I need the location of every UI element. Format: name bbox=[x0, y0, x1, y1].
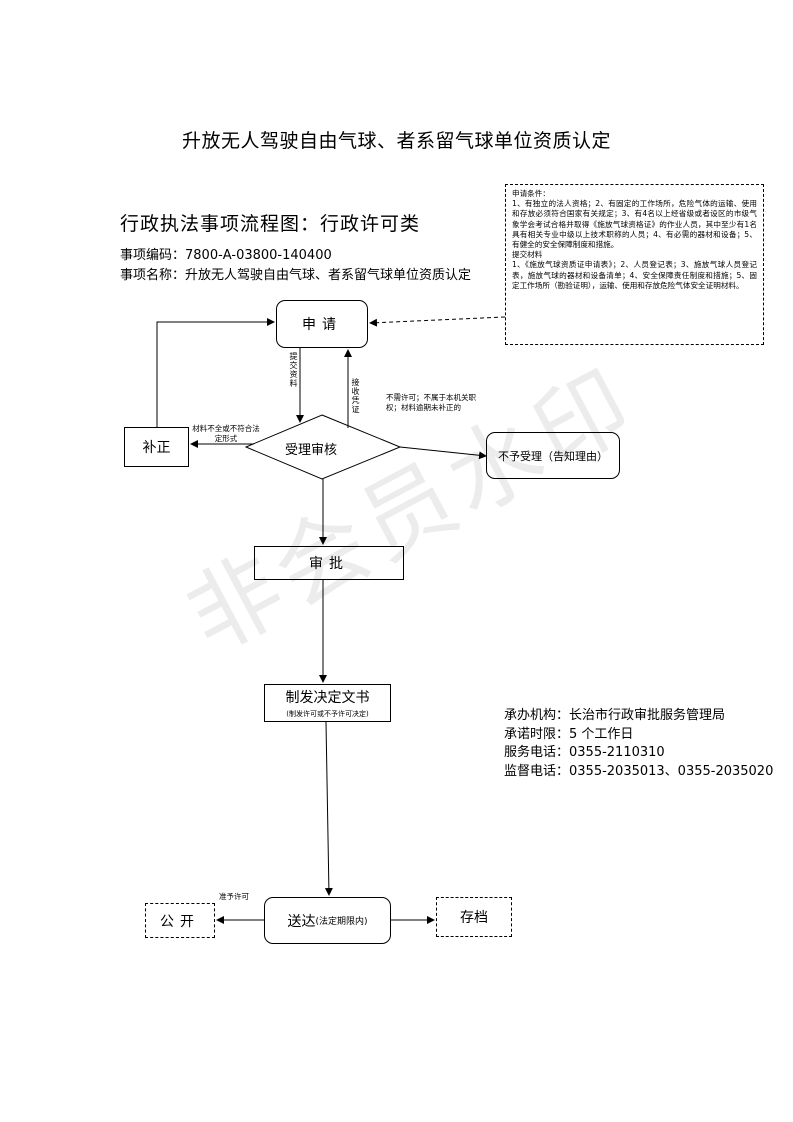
service-phone: 服务电话：0355-2110310 bbox=[504, 745, 665, 760]
archive-node: 存档 bbox=[436, 897, 512, 937]
review-decision-diamond bbox=[244, 414, 402, 480]
supplement-node: 补正 bbox=[124, 427, 189, 467]
item-name: 事项名称：升放无人驾驶自由气球、者系留气球单位资质认定 bbox=[120, 268, 472, 283]
decision-label: 制发决定文书 bbox=[285, 690, 370, 706]
not-needed-label: 不需许可；不属于本机关职权；材料逾期未补正的 bbox=[386, 393, 476, 412]
materials-heading: 提交材料 bbox=[512, 250, 543, 260]
conditions-heading: 申请条件： bbox=[512, 189, 550, 198]
item-code: 事项编码：7800-A-03800-140400 bbox=[120, 248, 332, 263]
decision-sub-label: (制发许可或不予许可决定) bbox=[286, 710, 369, 718]
deliver-node: 送达(法定期限内) bbox=[264, 897, 391, 944]
receipt-label: 接收凭证 bbox=[351, 378, 360, 414]
application-conditions-box: 申请条件： 1、有独立的法人资格；2、有固定的工作场所，危险气体的运输、使用和存… bbox=[505, 184, 764, 345]
deliver-sub-label: (法定期限内) bbox=[315, 917, 368, 927]
reject-node: 不予受理（告知理由） bbox=[486, 432, 620, 479]
deliver-label: 送达 bbox=[287, 913, 316, 930]
decision-document-node: 制发决定文书 (制发许可或不予许可决定) bbox=[264, 684, 391, 722]
arrow-conditions-to-apply bbox=[369, 316, 506, 327]
apply-node: 申请 bbox=[276, 300, 368, 348]
page-title: 升放无人驾驶自由气球、者系留气球单位资质认定 bbox=[181, 130, 611, 152]
flow-chart-title: 行政执法事项流程图：行政许可类 bbox=[120, 213, 421, 235]
supervision-phone: 监督电话：0355-2035013、0355-2035020 bbox=[504, 763, 774, 779]
arrow-review-to-reject bbox=[399, 446, 487, 460]
approve-node: 审批 bbox=[254, 546, 404, 580]
arrow-supplement-to-apply bbox=[156, 318, 275, 427]
arrow-decision-to-deliver bbox=[324, 721, 333, 896]
grant-permission-label: 准予许可 bbox=[219, 892, 249, 901]
public-node: 公开 bbox=[145, 903, 215, 938]
agency-org: 承办机构：长治市行政审批服务管理局 bbox=[504, 708, 726, 723]
agency-info: 承办机构：长治市行政审批服务管理局 承诺时限：5 个工作日 服务电话：0355-… bbox=[504, 707, 773, 781]
materials-text: 1、《施放气球资质证申请表》；2、人员登记表；3、施放气球人员登记表，施放气球的… bbox=[512, 260, 757, 290]
agency-time-limit: 承诺时限：5 个工作日 bbox=[504, 726, 634, 742]
review-node-label: 受理审核 bbox=[285, 443, 338, 458]
submit-materials-label: 提交资料 bbox=[289, 352, 298, 388]
incomplete-materials-label: 材料不全或不符合法定形式 bbox=[192, 424, 260, 443]
conditions-text: 1、有独立的法人资格；2、有固定的工作场所，危险气体的运输、使用和存放必须符合国… bbox=[512, 199, 757, 250]
